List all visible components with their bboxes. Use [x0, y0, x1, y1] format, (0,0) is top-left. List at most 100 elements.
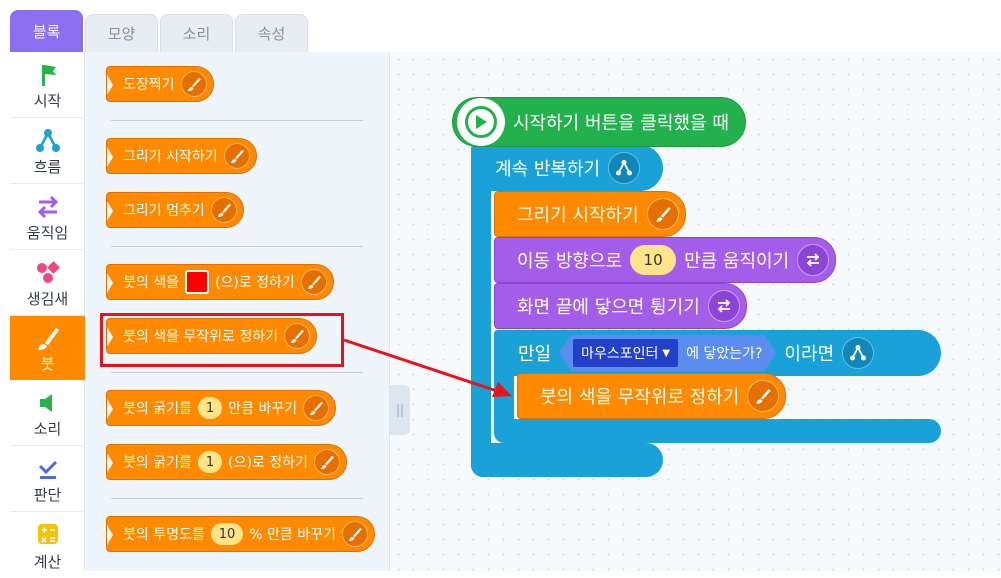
block-label: 그리기 멈추기: [123, 203, 205, 219]
block-random-color[interactable]: 붓의 색을 무작위로 정하기: [106, 318, 318, 354]
block-label: 그리기 시작하기: [517, 205, 639, 226]
brush-icon: [303, 395, 329, 421]
block-label: (으)로 정하기: [228, 455, 308, 471]
separator: [111, 372, 363, 373]
block-label: 붓의 투명도를: [123, 527, 205, 543]
brush-icon: [341, 521, 368, 547]
block-change-transparency[interactable]: 붓의 투명도를 10 % 만큼 바꾸기: [106, 516, 375, 552]
category-start[interactable]: 시작: [10, 52, 85, 118]
block-label: 붓의 굵기를: [123, 455, 192, 471]
category-label: 움직임: [26, 224, 69, 242]
tab-properties[interactable]: 속성: [235, 14, 308, 52]
block-label: (으)로 정하기: [214, 275, 295, 291]
category-label: 흐름: [33, 158, 62, 176]
if-block-footer: [494, 419, 941, 443]
category-label: 생김새: [26, 290, 69, 308]
tab-bar: 블록 모양 소리 속성: [0, 0, 1001, 54]
block-set-thickness[interactable]: 붓의 굵기를 1 (으)로 정하기: [106, 444, 347, 480]
block-label: 붓의 색을 무작위로 정하기: [123, 329, 279, 345]
block-stop-draw[interactable]: 그리기 멈추기: [106, 192, 244, 228]
block-label: 이동 방향으로: [517, 251, 623, 272]
arrows-icon: [707, 290, 740, 322]
flag-icon: [41, 65, 56, 86]
dropdown-value: 마우스포인터: [581, 346, 659, 362]
block-repeat-forever[interactable]: 계속 반복하기: [471, 145, 663, 191]
category-sidebar: 시작 흐름 움직임 생김새 붓 소리 판단 계산: [10, 52, 85, 571]
block-start-draw[interactable]: 그리기 시작하기: [106, 138, 257, 174]
block-label: 이라면: [784, 344, 835, 365]
flow-icon: [842, 337, 875, 369]
tab-blocks[interactable]: 블록: [10, 10, 83, 52]
brush-icon: [180, 71, 207, 97]
block-label: 붓의 색을 무작위로 정하기: [540, 387, 740, 408]
chevron-down-icon: ▼: [662, 347, 671, 359]
brush-icon: [37, 328, 59, 350]
repeat-block-footer: [471, 443, 663, 477]
block-label: 도장찍기: [123, 77, 175, 93]
speaker-icon: [39, 394, 52, 412]
arrows-icon: [797, 244, 830, 276]
shapes-icon: [36, 261, 60, 283]
block-set-color[interactable]: 붓의 색을 (으)로 정하기: [106, 264, 334, 300]
category-label: 판단: [33, 486, 62, 504]
block-label: 화면 끝에 닿으면 튕기기: [517, 297, 700, 318]
block-label: 붓의 굵기를: [123, 401, 192, 417]
block-label: 시작하기 버튼을 클릭했을 때: [513, 113, 729, 134]
block-label: 붓의 색을: [123, 275, 179, 291]
block-random-color[interactable]: 붓의 색을 무작위로 정하기: [517, 373, 787, 419]
target-dropdown[interactable]: 마우스포인터 ▼: [573, 339, 678, 367]
category-label: 시작: [33, 92, 62, 110]
block-start-draw[interactable]: 그리기 시작하기: [494, 191, 686, 237]
number-input[interactable]: 10: [210, 523, 244, 545]
resize-handle[interactable]: ||: [390, 385, 410, 435]
number-input[interactable]: 10: [630, 245, 677, 275]
brush-icon: [646, 198, 679, 230]
category-calc[interactable]: 계산: [10, 512, 85, 578]
sensor-label: 에 닿았는가?: [686, 346, 763, 362]
brush-icon: [747, 380, 780, 412]
block-move[interactable]: 이동 방향으로 10 만큼 움직이기: [494, 237, 837, 283]
block-label: 만큼 움직이기: [684, 251, 790, 272]
category-looks[interactable]: 생김새: [10, 250, 85, 316]
brush-icon: [284, 323, 311, 349]
brush-icon: [210, 197, 237, 223]
block-when-start-clicked[interactable]: 시작하기 버튼을 클릭했을 때: [452, 97, 746, 147]
category-label: 소리: [33, 420, 62, 438]
tab-shapes[interactable]: 모양: [85, 14, 158, 52]
brush-icon: [313, 449, 340, 475]
separator: [111, 120, 363, 121]
block-label: 만큼 바꾸기: [228, 401, 297, 417]
play-icon: [457, 98, 505, 146]
block-if[interactable]: 만일 마우스포인터 ▼ 에 닿았는가? 이라면: [494, 330, 941, 376]
block-label: 계속 반복하기: [495, 159, 601, 180]
category-pen[interactable]: 붓: [10, 316, 85, 380]
category-judge[interactable]: 판단: [10, 446, 85, 512]
highlight-box: [100, 313, 344, 367]
flow-icon: [35, 129, 60, 152]
flow-icon: [608, 152, 641, 184]
number-input[interactable]: 1: [197, 451, 223, 473]
check-icon: [38, 460, 57, 479]
category-motion[interactable]: 움직임: [10, 184, 85, 250]
block-change-thickness[interactable]: 붓의 굵기를 1 만큼 바꾸기: [106, 390, 336, 426]
category-flow[interactable]: 흐름: [10, 118, 85, 184]
block-palette: 도장찍기 그리기 시작하기 그리기 멈추기 붓의 색을 (으)로 정하기 붓의 …: [86, 52, 390, 571]
separator: [111, 498, 363, 499]
block-label: % 만큼 바꾸기: [249, 527, 336, 543]
block-stamp[interactable]: 도장찍기: [106, 66, 214, 102]
block-label: 그리기 시작하기: [123, 149, 218, 165]
brush-icon: [223, 143, 250, 169]
sensor-touching[interactable]: 마우스포인터 ▼ 에 닿았는가?: [559, 335, 776, 371]
color-swatch[interactable]: [184, 270, 209, 294]
block-bounce[interactable]: 화면 끝에 닿으면 튕기기: [494, 283, 747, 329]
number-input[interactable]: 1: [197, 397, 223, 419]
block-label: 만일: [518, 344, 552, 365]
arrows-icon: [37, 195, 58, 219]
tab-sounds[interactable]: 소리: [160, 14, 233, 52]
brush-icon: [300, 269, 327, 295]
repeat-block-arm: [471, 145, 491, 477]
category-label: 붓: [40, 355, 55, 373]
calculator-icon: [37, 524, 58, 544]
category-sound[interactable]: 소리: [10, 380, 85, 446]
